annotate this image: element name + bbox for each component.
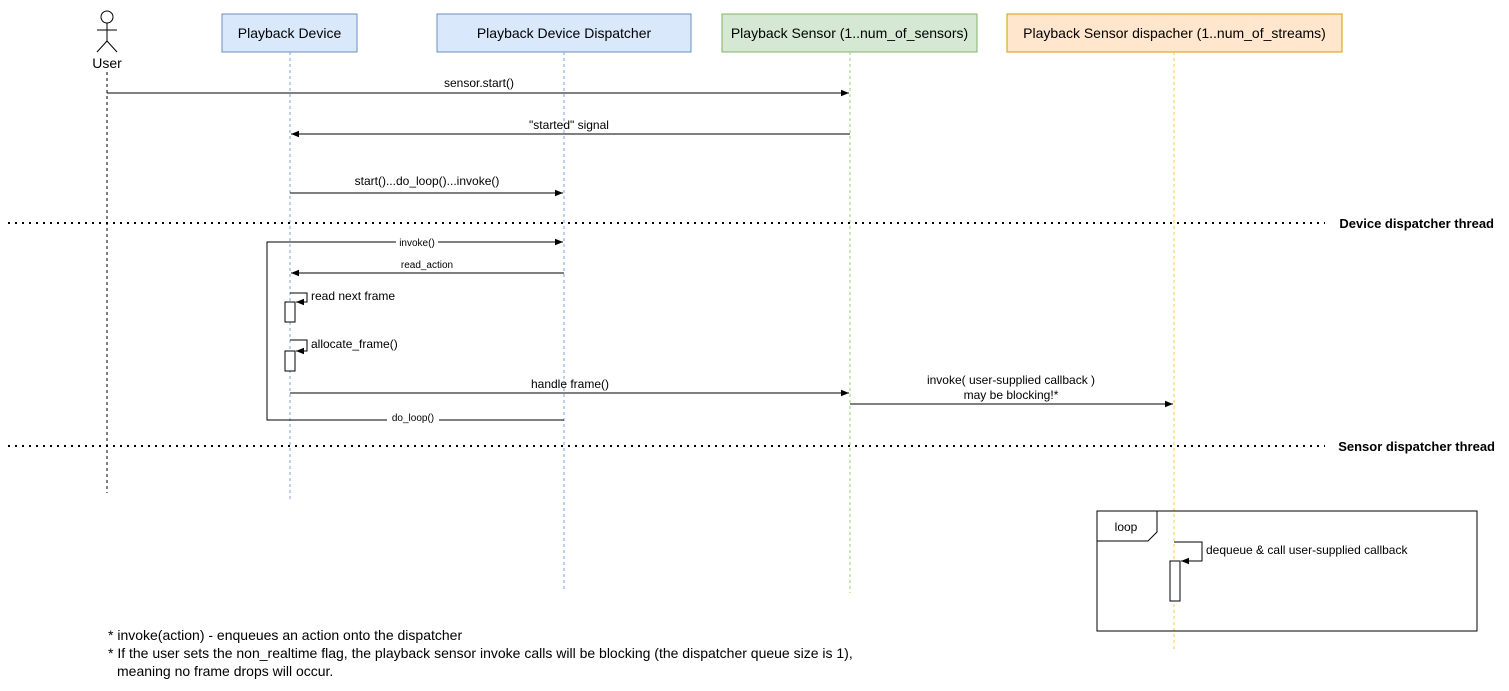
self-message-allocate-frame: allocate_frame() (284, 337, 398, 372)
message-started-signal-label: "started" signal (529, 118, 609, 132)
footnotes: * invoke(action) - enqueues an action on… (108, 627, 853, 679)
self-message-read-next-frame-arrow (290, 292, 308, 306)
participant-playback-device-dispatcher: Playback Device Dispatcher (436, 13, 692, 53)
user-actor: User (92, 10, 122, 71)
activation-allocate-frame (284, 350, 296, 372)
message-handle-frame: handle frame() (290, 377, 849, 397)
message-invoke-callback: invoke( user-supplied callback ) may be … (850, 373, 1173, 408)
message-start-do-loop-invoke-label: start()...do_loop()...invoke() (355, 174, 500, 188)
participant-playback-device: Playback Device (221, 13, 358, 53)
message-invoke-label: invoke() (399, 238, 435, 249)
self-message-allocate-frame-arrow (290, 339, 308, 355)
participant-playback-device-dispatcher-label: Playback Device Dispatcher (477, 25, 652, 41)
footnote-line-3: meaning no frame drops will occur. (117, 663, 333, 679)
participant-playback-device-label: Playback Device (238, 25, 342, 41)
footnote-line-2: * If the user sets the non_realtime flag… (108, 645, 853, 661)
participant-playback-sensor-dispatcher: Playback Sensor dispacher (1..num_of_str… (1006, 13, 1343, 53)
loop-frame-box (1096, 510, 1478, 632)
loop-frame-label: loop (1115, 520, 1138, 534)
message-sensor-start-label: sensor.start() (444, 76, 514, 90)
user-actor-leg-left (96, 40, 108, 53)
message-started-signal: "started" signal (291, 118, 850, 138)
user-actor-head (100, 10, 114, 24)
message-do-loop-label: do_loop() (392, 413, 434, 424)
self-message-dequeue-label: dequeue & call user-supplied callback (1206, 543, 1408, 557)
participant-playback-sensor-dispatcher-box (1006, 13, 1343, 53)
message-sensor-start: sensor.start() (107, 76, 849, 97)
message-invoke-callback-label-line1: invoke( user-supplied callback ) (927, 373, 1095, 387)
message-start-do-loop-invoke: start()...do_loop()...invoke() (290, 174, 563, 197)
do-loop-label-bg (387, 414, 439, 426)
invoke-label-bg (396, 236, 438, 248)
participant-playback-sensor-box (721, 13, 978, 53)
activation-dequeue (1169, 560, 1181, 602)
message-handle-frame-label: handle frame() (531, 377, 609, 391)
participant-playback-sensor: Playback Sensor (1..num_of_sensors) (721, 13, 978, 53)
participant-playback-device-box (221, 13, 358, 53)
loop-frame: loop dequeue & call user-supplied callba… (1096, 510, 1478, 632)
footnote-line-1: * invoke(action) - enqueues an action on… (108, 627, 462, 643)
self-message-allocate-frame-label: allocate_frame() (311, 337, 398, 351)
message-read-action: read_action (291, 260, 564, 277)
activation-read-next-frame (284, 301, 296, 323)
user-actor-label: User (92, 55, 122, 71)
loop-frame-tab (1097, 511, 1158, 542)
self-message-read-next-frame: read next frame (284, 289, 395, 323)
self-message-dequeue-arrow (1174, 541, 1203, 565)
message-read-action-label: read_action (401, 260, 453, 271)
user-actor-leg-right (106, 40, 118, 53)
participant-playback-device-dispatcher-box (436, 13, 692, 53)
device-dispatcher-thread-label: Device dispatcher thread (1339, 216, 1494, 231)
message-invoke-callback-label-line2: may be blocking!* (964, 388, 1059, 402)
sensor-dispatcher-thread-label: Sensor dispatcher thread (1338, 439, 1495, 454)
participant-playback-sensor-label: Playback Sensor (1..num_of_sensors) (731, 25, 968, 41)
self-message-read-next-frame-label: read next frame (311, 289, 395, 303)
participant-playback-sensor-dispatcher-label: Playback Sensor dispacher (1..num_of_str… (1023, 25, 1326, 41)
